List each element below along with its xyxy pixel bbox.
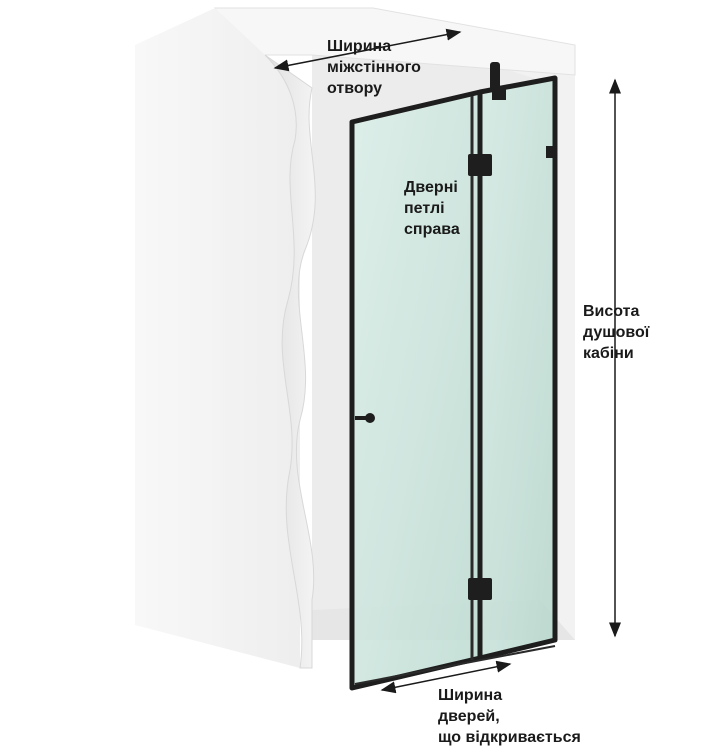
cabin-height-line-1: Висота — [583, 303, 640, 320]
door-hinges-line-3: справа — [404, 221, 460, 238]
left-wall — [135, 8, 300, 668]
door-hinges-label: Дверні петлі справа — [404, 177, 460, 240]
hinge-bottom — [468, 578, 492, 600]
door-width-line-3: що відкривається — [438, 729, 581, 746]
left-wall-edge — [264, 54, 316, 669]
door-hinges-line-1: Дверні — [404, 179, 458, 196]
door-width-arrow — [380, 660, 512, 694]
corner-connector — [492, 88, 506, 100]
opening-width-label: Ширина міжстінного отвору — [327, 36, 421, 99]
door-handle — [355, 413, 375, 423]
door-width-line-2: дверей, — [438, 708, 500, 725]
opening-width-line-3: отвору — [327, 80, 383, 97]
wall-clip — [546, 146, 554, 158]
cabin-height-line-3: кабіни — [583, 345, 634, 362]
door-glass-panel — [352, 92, 480, 688]
door-hinges-line-2: петлі — [404, 200, 445, 217]
cabin-height-line-2: душової — [583, 324, 650, 341]
fixed-glass-panel — [480, 78, 555, 658]
opening-width-line-1: Ширина — [327, 38, 392, 55]
door-frame — [349, 89, 483, 691]
wall-bracket — [490, 62, 500, 92]
hinge-top — [468, 154, 492, 176]
fixed-panel-frame — [479, 75, 558, 661]
opening-width-line-2: міжстінного — [327, 59, 421, 76]
cabin-height-label: Висота душової кабіни — [583, 301, 649, 364]
door-width-line-1: Ширина — [438, 687, 503, 704]
door-width-label: Ширина дверей, що відкривається — [438, 685, 581, 748]
opening-width-arrow — [273, 28, 462, 72]
